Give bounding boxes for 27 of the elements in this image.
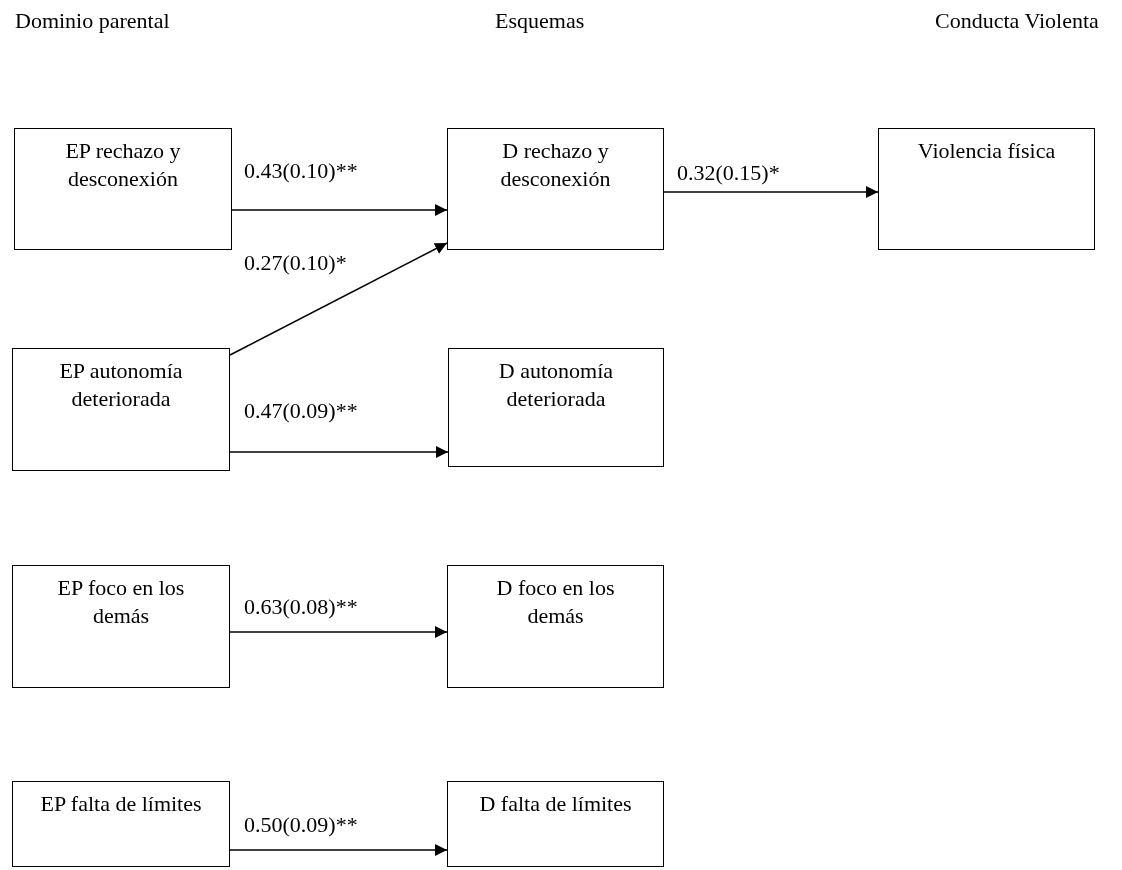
column-heading: Conducta Violenta [935, 8, 1099, 34]
variable-name: EP falta de límites [39, 790, 203, 818]
variable-box [878, 128, 1095, 250]
variable-box [447, 128, 664, 250]
column-heading: Esquemas [495, 8, 585, 34]
arrow [229, 844, 448, 856]
arrow [229, 626, 448, 638]
variable-box [12, 781, 230, 867]
arrow [229, 242, 448, 356]
arrow [229, 446, 449, 458]
variable-name: EP autonomía deteriorada [58, 357, 184, 412]
variable-box [447, 781, 664, 867]
variable-box [447, 565, 664, 688]
variable-name: D foco en los demás [495, 574, 616, 629]
variable-name: EP rechazo y desconexión [64, 137, 182, 192]
variable-box [448, 348, 664, 467]
column-heading: Dominio parental [15, 8, 170, 34]
variable-name: EP foco en los demás [56, 574, 186, 629]
variable-box [12, 565, 230, 688]
arrow [663, 186, 879, 198]
arrow [231, 204, 448, 216]
variable-name: D autonomía deteriorada [497, 357, 615, 412]
variable-box [14, 128, 232, 250]
variable-box [12, 348, 230, 471]
variable-name: Violencia física [916, 137, 1057, 165]
variable-name: D falta de límites [478, 790, 633, 818]
variable-name: D rechazo y desconexión [499, 137, 612, 192]
